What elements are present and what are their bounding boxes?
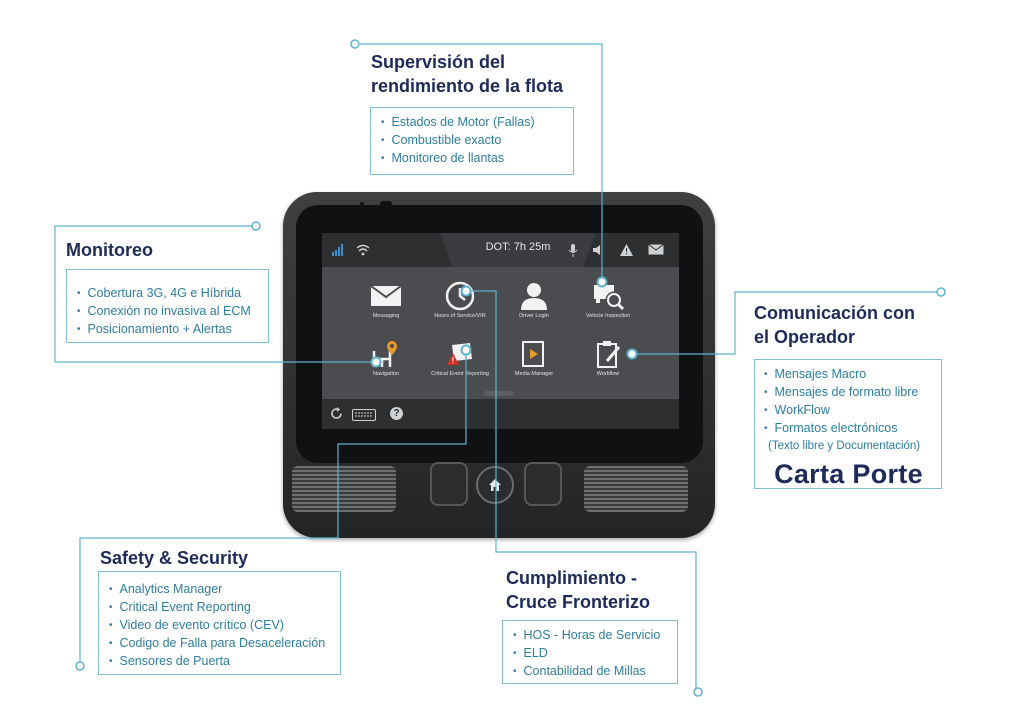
communication-list-box: Mensajes Macro Mensajes de formato libre… bbox=[754, 359, 942, 489]
list-item: Analytics Manager bbox=[109, 581, 332, 599]
person-icon bbox=[492, 281, 576, 311]
app-hours-of-service[interactable]: Hours of Service/VIR bbox=[418, 281, 502, 319]
status-bar: DOT: 7h 25m bbox=[322, 233, 679, 267]
keyboard-icon[interactable] bbox=[352, 408, 376, 426]
list-item-note: (Texto libre y Documentación) bbox=[768, 440, 921, 452]
app-label: Driver Login bbox=[519, 313, 549, 319]
app-driver-login[interactable]: Driver Login bbox=[492, 281, 576, 319]
list-item: Posicionamiento + Alertas bbox=[77, 321, 260, 339]
list-item: Critical Event Reporting bbox=[109, 599, 332, 617]
app-vehicle-inspection[interactable]: Vehicle Inspection bbox=[566, 281, 650, 319]
home-icon bbox=[489, 479, 501, 491]
camera-dot bbox=[360, 202, 364, 206]
list-item: Mensajes de formato libre bbox=[764, 384, 933, 402]
list-item: Codigo de Falla para Desaceleración bbox=[109, 635, 332, 653]
hardware-button-right[interactable] bbox=[524, 462, 562, 506]
speaker-grille-right bbox=[584, 466, 688, 512]
app-label: Workflow bbox=[596, 371, 620, 377]
page-indicator bbox=[484, 391, 514, 396]
hardware-button-left[interactable] bbox=[430, 462, 468, 506]
list-item: ELD bbox=[513, 645, 669, 663]
safety-heading: Safety & Security bbox=[100, 548, 249, 568]
clipboard-pen-icon bbox=[566, 339, 650, 369]
dot-timer[interactable]: DOT: 7h 25m bbox=[485, 241, 551, 253]
monitoring-heading: Monitoreo bbox=[66, 240, 153, 260]
warning-icon[interactable] bbox=[620, 244, 633, 258]
microphone-icon[interactable] bbox=[568, 244, 578, 259]
app-label: Vehicle Inspection bbox=[585, 313, 631, 319]
list-item: Mensajes Macro bbox=[764, 366, 933, 384]
fleet-heading-line2: rendimiento de la flota bbox=[371, 76, 564, 96]
app-label: Hours of Service/VIR bbox=[434, 313, 486, 319]
bottom-bar: ? bbox=[322, 399, 679, 429]
envelope-icon bbox=[344, 281, 428, 311]
list-item: Conexión no invasiva al ECM bbox=[77, 303, 260, 321]
speaker-icon[interactable] bbox=[592, 244, 604, 258]
app-label: Critical Event Reporting bbox=[431, 371, 489, 377]
list-item: Sensores de Puerta bbox=[109, 653, 332, 671]
speaker-grille-left bbox=[292, 466, 396, 512]
fleet-heading-line1: Supervisión del bbox=[371, 52, 506, 72]
compliance-list-box: HOS - Horas de Servicio ELD Contabilidad… bbox=[502, 620, 678, 684]
communication-heading: Comunicación con el Operador bbox=[754, 301, 915, 349]
app-label: Media Manager bbox=[514, 371, 554, 377]
app-messaging[interactable]: Messaging bbox=[344, 281, 428, 319]
help-button[interactable]: ? bbox=[390, 407, 403, 420]
app-label: Navigation bbox=[373, 371, 399, 377]
compliance-heading-line2: Cruce Fronterizo bbox=[506, 592, 651, 612]
compliance-heading-line1: Cumplimiento - bbox=[506, 568, 637, 588]
device-screen: DOT: 7h 25m Messaging Hours of Service/V… bbox=[322, 233, 679, 429]
safety-list-box: Analytics Manager Critical Event Reporti… bbox=[98, 571, 341, 675]
monitoring-list-box: Cobertura 3G, 4G e Híbrida Conexión no i… bbox=[66, 269, 269, 343]
dot-tab bbox=[440, 233, 596, 267]
list-item: Formatos electrónicos bbox=[764, 420, 933, 438]
refresh-icon[interactable] bbox=[330, 407, 343, 425]
app-workflow[interactable]: Workflow bbox=[566, 339, 650, 377]
sensor bbox=[380, 201, 392, 207]
clock-icon bbox=[418, 281, 502, 311]
app-label: Messaging bbox=[372, 313, 400, 319]
carta-porte-highlight: Carta Porte bbox=[774, 459, 923, 489]
list-item: Video de evento crítico (CEV) bbox=[109, 617, 332, 635]
list-item: Monitoreo de llantas bbox=[381, 150, 565, 168]
list-item: Combustible exacto bbox=[381, 132, 565, 150]
envelope-icon[interactable] bbox=[648, 244, 664, 257]
communication-heading-line1: Comunicación con bbox=[754, 303, 916, 323]
media-icon bbox=[492, 339, 576, 369]
list-item: Estados de Motor (Fallas) bbox=[381, 114, 565, 132]
inspection-search-icon bbox=[566, 281, 650, 311]
list-item: Cobertura 3G, 4G e Híbrida bbox=[77, 285, 260, 303]
compliance-heading: Cumplimiento - Cruce Fronterizo bbox=[506, 566, 650, 614]
home-button[interactable] bbox=[476, 466, 514, 504]
list-item: WorkFlow bbox=[764, 402, 933, 420]
communication-heading-line2: el Operador bbox=[754, 327, 856, 347]
signal-icon bbox=[332, 244, 344, 258]
fleet-list-box: Estados de Motor (Fallas) Combustible ex… bbox=[370, 107, 574, 175]
app-media-manager[interactable]: Media Manager bbox=[492, 339, 576, 377]
wifi-icon bbox=[356, 244, 370, 258]
list-item: Contabilidad de Millas bbox=[513, 663, 669, 681]
list-item: HOS - Horas de Servicio bbox=[513, 627, 669, 645]
fleet-heading: Supervisión del rendimiento de la flota bbox=[371, 50, 563, 98]
